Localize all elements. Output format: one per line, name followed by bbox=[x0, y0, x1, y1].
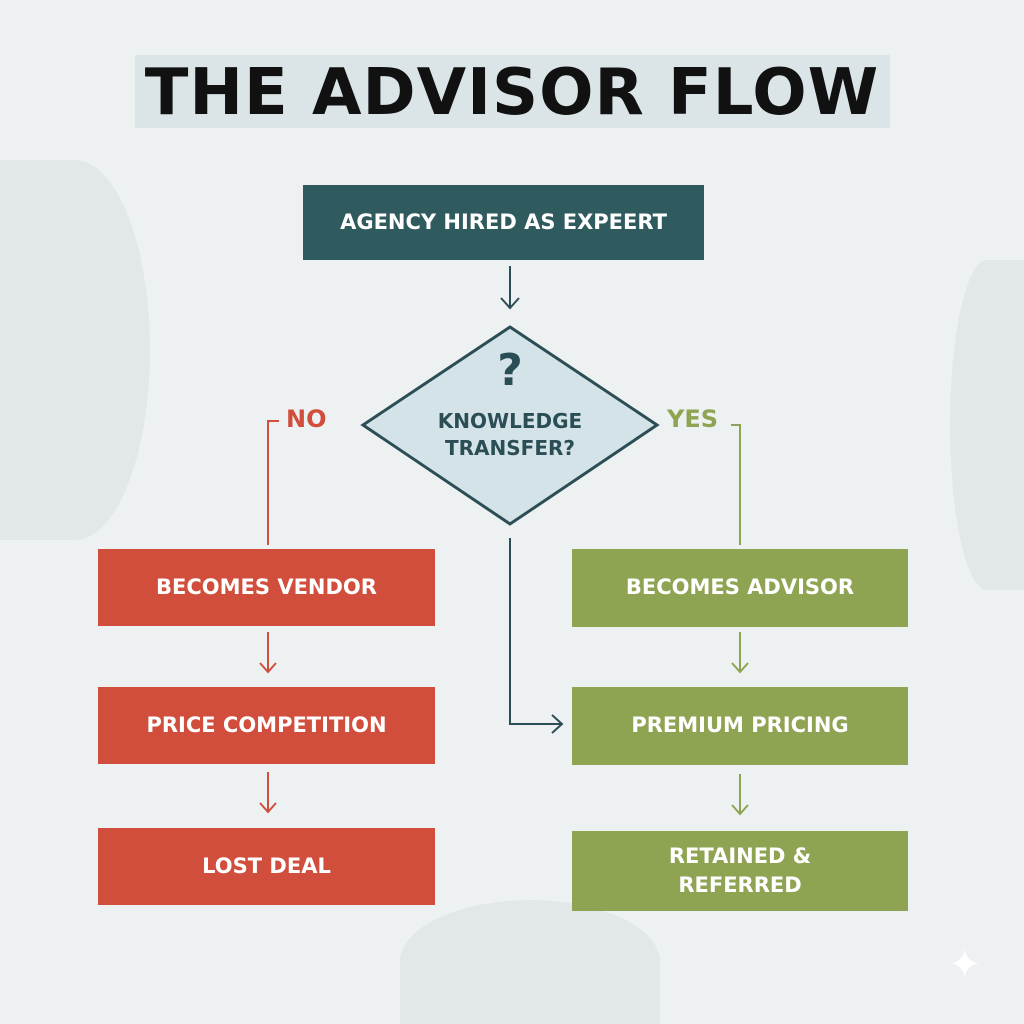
no-step-label: BECOMES VENDOR bbox=[156, 574, 377, 599]
no-connector bbox=[267, 420, 279, 545]
decision-question-mark: ? bbox=[497, 345, 523, 396]
arrow-yes-1 bbox=[731, 632, 749, 674]
page-title: THE ADVISOR FLOW bbox=[144, 56, 880, 130]
start-node-label: AGENCY HIRED AS EXPEERT bbox=[340, 209, 667, 234]
yes-step-label: RETAINED & REFERRED bbox=[668, 843, 812, 897]
arrow-no-2 bbox=[259, 772, 277, 814]
yes-step-label: PREMIUM PRICING bbox=[631, 713, 849, 738]
start-node: AGENCY HIRED AS EXPEERT bbox=[303, 185, 704, 260]
yes-step-label: BECOMES ADVISOR bbox=[625, 575, 855, 600]
sparkle-icon: ✦ bbox=[948, 942, 982, 988]
background-shape bbox=[400, 900, 660, 1024]
background-shape bbox=[950, 260, 1024, 590]
arrow-no-1 bbox=[259, 632, 277, 674]
no-step-3: LOST DEAL bbox=[98, 828, 435, 905]
no-branch-label: NO bbox=[286, 405, 327, 433]
no-step-2: PRICE COMPETITION bbox=[98, 687, 435, 764]
yes-step-3: RETAINED & REFERRED bbox=[572, 831, 908, 911]
decision-label: KNOWLEDGE TRANSFER? bbox=[437, 409, 583, 460]
decision-diamond bbox=[360, 325, 660, 526]
no-step-label: PRICE COMPETITION bbox=[146, 712, 387, 737]
no-step-label: LOST DEAL bbox=[202, 853, 331, 878]
yes-connector bbox=[731, 424, 741, 545]
no-step-1: BECOMES VENDOR bbox=[98, 549, 435, 626]
yes-branch-label: YES bbox=[667, 405, 719, 433]
background-shape bbox=[0, 160, 150, 540]
arrow-yes-2 bbox=[731, 774, 749, 816]
yes-step-2: PREMIUM PRICING bbox=[572, 687, 908, 765]
title-highlight bbox=[135, 55, 890, 128]
yes-step-1: BECOMES ADVISOR bbox=[572, 549, 908, 627]
arrow-start-to-decision bbox=[500, 266, 520, 310]
center-connector bbox=[509, 538, 564, 734]
